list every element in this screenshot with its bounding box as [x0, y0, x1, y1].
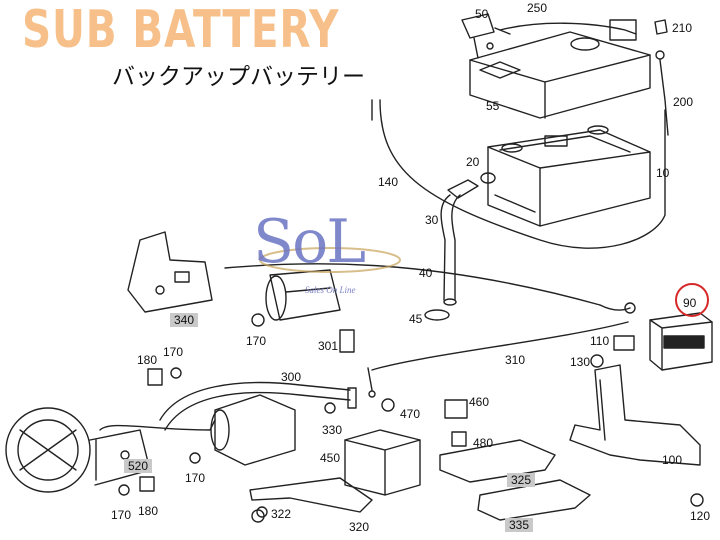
bracket-320: [249, 477, 373, 513]
label-110: 110: [590, 334, 610, 348]
cable-300: [159, 381, 351, 421]
label-180-lower: 180: [138, 504, 159, 518]
part-450: [344, 429, 421, 496]
part-460: [444, 399, 468, 419]
part-170-top: [251, 313, 265, 327]
label-310: 310: [505, 353, 526, 367]
bracket-335: [477, 479, 591, 521]
cable-310: [371, 321, 629, 371]
cable-200: [659, 59, 669, 136]
label-340: 340: [170, 313, 199, 327]
watermark-tagline: Sales On Line: [305, 285, 356, 295]
cable-310-upper: [224, 263, 601, 306]
label-45: 45: [409, 312, 423, 326]
label-100: 100: [662, 453, 683, 467]
label-120: 120: [690, 509, 711, 523]
label-470: 470: [400, 407, 421, 421]
label-330: 330: [322, 423, 343, 437]
page-title: SUB BATTERY: [22, 0, 340, 60]
label-10: 10: [656, 166, 670, 180]
watermark-logo: SoL: [253, 207, 366, 277]
sub-battery-bracket: [569, 335, 701, 466]
label-200: 200: [673, 95, 694, 109]
part-110: [613, 335, 635, 351]
label-460: 460: [469, 395, 490, 409]
bracket-340: [127, 231, 213, 313]
starter-lower: [189, 394, 296, 466]
label-90: 90: [683, 296, 697, 310]
alternator: [5, 407, 151, 493]
label-130: 130: [570, 355, 591, 369]
logo-orbit: [259, 247, 401, 273]
highlight-circle: [675, 283, 709, 317]
part-480: [451, 431, 467, 447]
part-322: [251, 509, 265, 523]
label-20: 20: [466, 155, 480, 169]
label-450: 450: [320, 451, 341, 465]
cable-250: [499, 22, 637, 35]
cable-520: [99, 419, 216, 431]
label-180-upper: 180: [137, 353, 158, 367]
label-300: 300: [281, 370, 302, 384]
label-320: 320: [349, 520, 370, 534]
label-140: 140: [378, 175, 399, 189]
hose-40: [440, 194, 451, 301]
label-170-left: 170: [163, 345, 184, 359]
part-210: [654, 19, 668, 35]
main-battery: [487, 125, 651, 227]
label-50: 50: [475, 7, 489, 21]
part-50: [461, 13, 495, 39]
part-130: [590, 354, 604, 368]
part-470: [381, 398, 395, 412]
cable-140: [379, 99, 666, 249]
bracket-325: [439, 439, 556, 483]
label-301: 301: [318, 339, 339, 353]
label-322: 322: [271, 507, 292, 521]
label-520: 520: [124, 459, 153, 473]
label-210: 210: [672, 21, 693, 35]
label-55: 55: [486, 99, 500, 113]
battery-cover: [469, 31, 651, 119]
label-170-bottom: 170: [111, 508, 132, 522]
starter-motor: [251, 269, 355, 353]
label-335: 335: [505, 518, 534, 532]
label-40: 40: [419, 266, 433, 280]
part-180-upper: [147, 368, 163, 386]
part-120: [690, 493, 704, 507]
sub-battery: [649, 312, 713, 371]
label-170-right: 170: [185, 471, 206, 485]
label-480: 480: [473, 436, 494, 450]
label-30: 30: [425, 213, 439, 227]
part-20: [447, 179, 479, 199]
label-250: 250: [527, 1, 548, 15]
part-45: [424, 309, 450, 321]
label-170-top: 170: [246, 334, 267, 348]
page-subtitle: バックアップバッテリー: [112, 64, 365, 90]
label-325: 325: [507, 473, 536, 487]
